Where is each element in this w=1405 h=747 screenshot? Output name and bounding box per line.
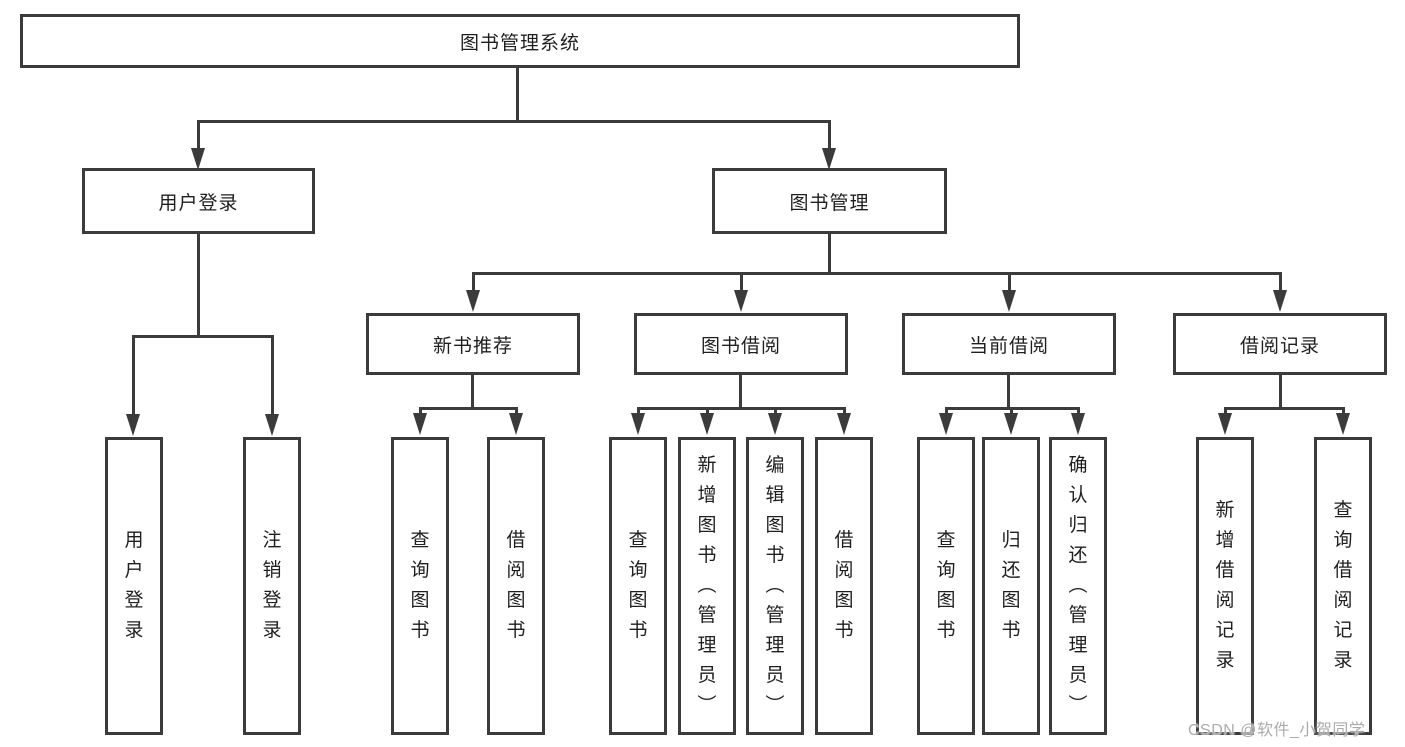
- connector-hline: [472, 272, 1282, 275]
- connector-vline: [828, 120, 831, 150]
- watermark: CSDN @软件_小贺同学: [1188, 722, 1366, 739]
- connector-vline: [945, 407, 948, 417]
- node-label: 用户登录: [158, 192, 239, 214]
- leaf-label: 确 认 归 还 ︵ 管 理 员 ︶: [1068, 455, 1088, 716]
- leaf-label: 查 询 图 书: [936, 530, 956, 641]
- connector-vline: [740, 272, 743, 292]
- connector-vline: [637, 407, 640, 417]
- node-current-borrow: 当前借阅: [902, 313, 1116, 375]
- leaf-label: 查 询 图 书: [410, 530, 430, 641]
- leaf-current-query: 查 询 图 书: [917, 437, 975, 735]
- arrow-down-icon: [413, 413, 427, 435]
- connector-vline: [271, 335, 274, 416]
- connector-vline: [1342, 407, 1345, 417]
- connector-vline: [419, 407, 422, 417]
- connector-vline: [828, 234, 831, 275]
- leaf-label: 查 询 图 书: [628, 530, 648, 641]
- leaf-newbook-borrow: 借 阅 图 书: [487, 437, 545, 735]
- leaf-borrow-edit-admin: 编 辑 图 书 ︵ 管 理 员 ︶: [746, 437, 804, 735]
- node-label: 图书管理系统: [459, 32, 580, 54]
- leaf-logout: 注 销 登 录: [243, 437, 301, 735]
- connector-vline: [197, 234, 200, 338]
- leaf-records-add: 新 增 借 阅 记 录: [1196, 437, 1254, 735]
- arrow-down-icon: [1273, 290, 1287, 312]
- connector-vline: [197, 120, 200, 150]
- node-borrow-records: 借阅记录: [1173, 313, 1387, 375]
- connector-vline: [843, 407, 846, 417]
- connector-vline: [472, 272, 475, 292]
- leaf-label: 注 销 登 录: [262, 530, 282, 641]
- arrow-down-icon: [1004, 413, 1018, 435]
- leaf-label: 借 阅 图 书: [506, 530, 526, 641]
- arrow-down-icon: [265, 414, 279, 436]
- connector-vline: [1279, 272, 1282, 292]
- arrow-down-icon: [509, 413, 523, 435]
- node-book-management: 图书管理: [712, 168, 947, 234]
- arrow-down-icon: [631, 413, 645, 435]
- connector-hline: [637, 407, 846, 410]
- leaf-label: 借 阅 图 书: [834, 530, 854, 641]
- connector-vline: [1077, 407, 1080, 417]
- arrow-down-icon: [939, 413, 953, 435]
- leaf-borrow-query: 查 询 图 书: [609, 437, 667, 735]
- arrow-down-icon: [126, 414, 140, 436]
- node-book-borrow: 图书借阅: [634, 313, 848, 375]
- leaf-label: 归 还 图 书: [1001, 530, 1021, 641]
- connector-hline: [132, 335, 274, 338]
- connector-vline: [516, 66, 519, 122]
- arrow-down-icon: [1218, 413, 1232, 435]
- connector-hline: [197, 120, 831, 123]
- leaf-newbook-query: 查 询 图 书: [391, 437, 449, 735]
- leaf-borrow-add-admin: 新 增 图 书 ︵ 管 理 员 ︶: [678, 437, 736, 735]
- arrow-down-icon: [466, 290, 480, 312]
- node-label: 当前借阅: [968, 335, 1049, 357]
- leaf-label: 用 户 登 录: [124, 530, 144, 641]
- leaf-records-query: 查 询 借 阅 记 录: [1314, 437, 1372, 735]
- node-label: 图书管理: [789, 192, 870, 214]
- leaf-current-confirm-admin: 确 认 归 还 ︵ 管 理 员 ︶: [1049, 437, 1107, 735]
- leaf-current-return: 归 还 图 书: [982, 437, 1040, 735]
- connector-vline: [1007, 375, 1010, 410]
- node-new-book-recommend: 新书推荐: [366, 313, 580, 375]
- node-library-system: 图书管理系统: [20, 14, 1020, 68]
- connector-vline: [132, 335, 135, 416]
- arrow-down-icon: [700, 413, 714, 435]
- node-label: 新书推荐: [432, 335, 513, 357]
- arrow-down-icon: [1071, 413, 1085, 435]
- connector-vline: [774, 407, 777, 417]
- connector-hline: [419, 407, 518, 410]
- arrow-down-icon: [768, 413, 782, 435]
- connector-vline: [515, 407, 518, 417]
- node-label: 借阅记录: [1239, 335, 1320, 357]
- leaf-label: 编 辑 图 书 ︵ 管 理 员 ︶: [765, 455, 785, 716]
- arrow-down-icon: [837, 413, 851, 435]
- connector-vline: [706, 407, 709, 417]
- leaf-label: 查 询 借 阅 记 录: [1333, 500, 1353, 671]
- arrow-down-icon: [734, 290, 748, 312]
- leaf-label: 新 增 借 阅 记 录: [1215, 500, 1235, 671]
- connector-vline: [739, 375, 742, 410]
- arrow-down-icon: [822, 148, 836, 170]
- connector-vline: [1279, 375, 1282, 410]
- node-user-login: 用户登录: [82, 168, 315, 234]
- node-label: 图书借阅: [700, 335, 781, 357]
- connector-vline: [1224, 407, 1227, 417]
- arrow-down-icon: [191, 148, 205, 170]
- arrow-down-icon: [1336, 413, 1350, 435]
- arrow-down-icon: [1002, 290, 1016, 312]
- leaf-label: 新 增 图 书 ︵ 管 理 员 ︶: [697, 455, 717, 716]
- leaf-borrow-borrow: 借 阅 图 书: [815, 437, 873, 735]
- connector-vline: [1008, 272, 1011, 292]
- connector-hline: [1224, 407, 1345, 410]
- connector-vline: [1010, 407, 1013, 417]
- leaf-user-login: 用 户 登 录: [105, 437, 163, 735]
- connector-vline: [471, 375, 474, 410]
